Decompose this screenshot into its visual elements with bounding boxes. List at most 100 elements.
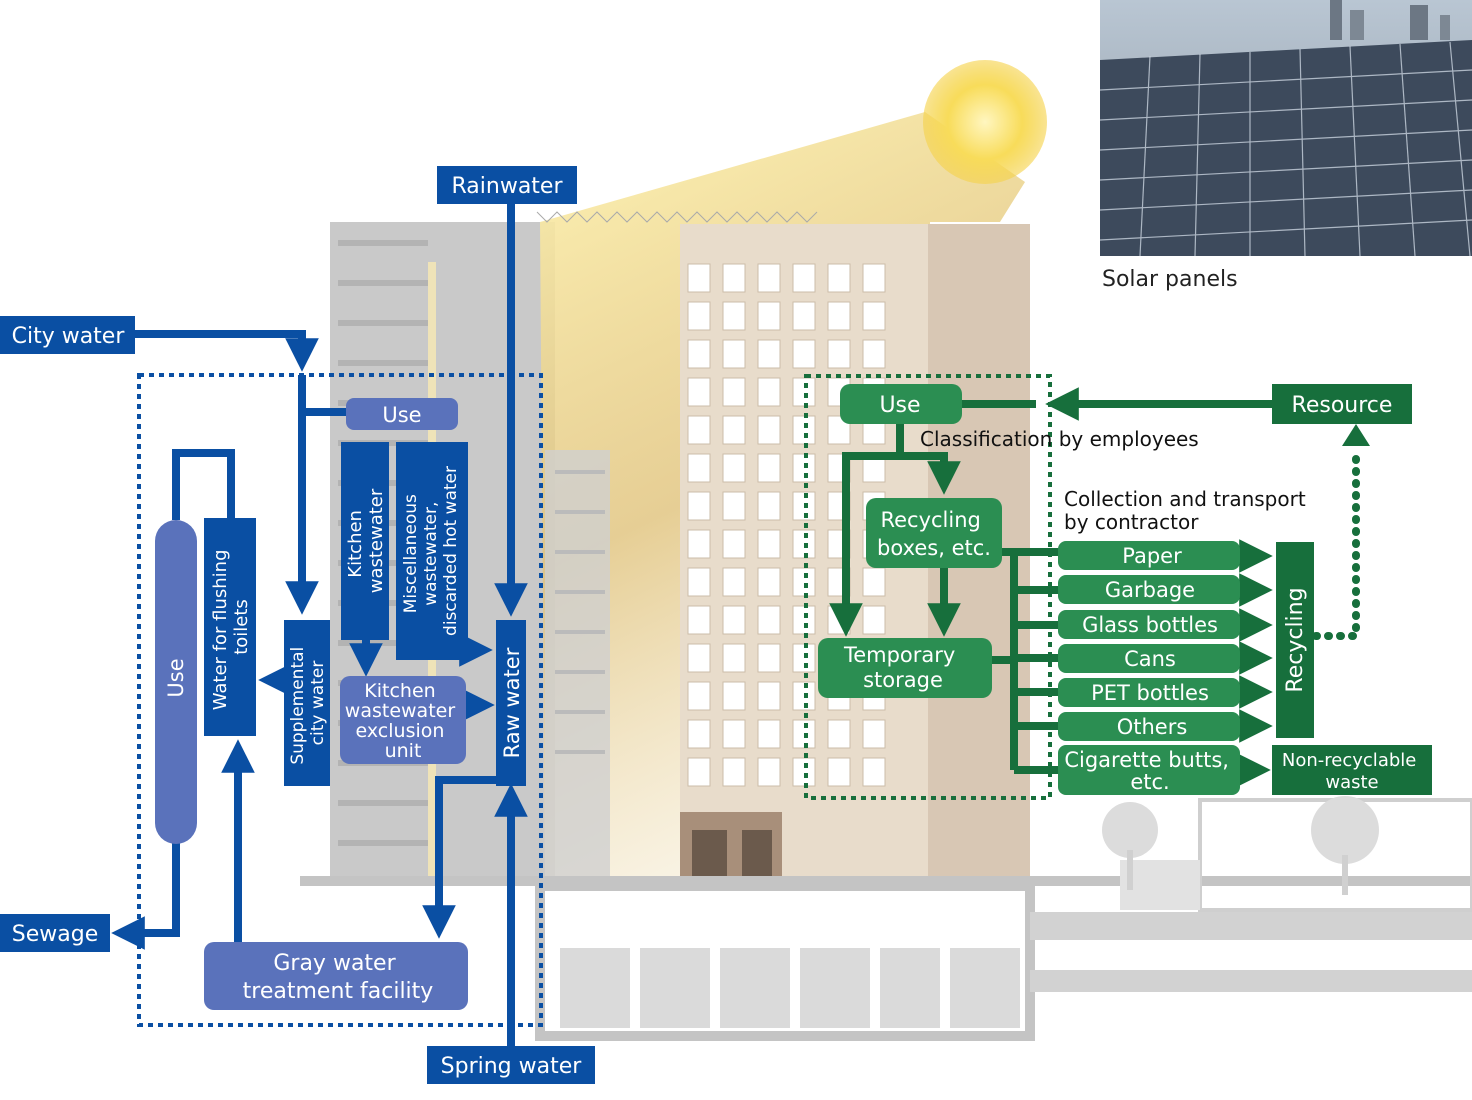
building-window (687, 605, 711, 635)
building-window (722, 567, 746, 597)
item-glass-box (1058, 610, 1240, 639)
item-paper: Paper (1122, 544, 1182, 568)
sun-icon (923, 60, 1047, 184)
recycling-boxes-label: Recycling boxes, etc. (877, 508, 991, 560)
building-window (687, 339, 711, 369)
temporary-storage-box (818, 638, 992, 698)
gray-water-box (204, 942, 468, 1010)
building-window (757, 263, 781, 293)
building-window (687, 681, 711, 711)
building-window (757, 681, 781, 711)
item-pet-box (1058, 678, 1240, 707)
collection-label: Collection and transport by contractor (1064, 487, 1312, 534)
classification-label: Classification by employees (920, 427, 1199, 451)
resource-box (1272, 384, 1412, 424)
building-window (757, 415, 781, 445)
building-window (722, 681, 746, 711)
building-window (687, 529, 711, 559)
use-top-label: Use (382, 403, 421, 427)
building-window (722, 263, 746, 293)
building-window (862, 567, 886, 597)
building-window (792, 605, 816, 635)
solar-panel-photo (1099, 0, 1472, 257)
waste-use-box (840, 384, 962, 424)
raw-water-box (496, 620, 526, 786)
misc-wastewater-box (396, 442, 468, 660)
building-window (687, 415, 711, 445)
building-window (687, 757, 711, 787)
misc-wastewater-label: Miscellaneous wastewater, discarded hot … (401, 466, 461, 636)
supplemental-box (284, 620, 330, 786)
water-system: Rainwater City water Sewage Spring water… (0, 166, 595, 1084)
building-window (722, 529, 746, 559)
building-window (792, 757, 816, 787)
item-garbage-box (1058, 575, 1240, 604)
item-cans: Cans (1124, 647, 1176, 671)
building-window (757, 757, 781, 787)
use-left-box (155, 520, 197, 844)
spring-water-label: Spring water (441, 1054, 583, 1079)
building-window (862, 263, 886, 293)
waste-items: Paper Garbage Glass bottles Cans PET bot… (1058, 541, 1240, 795)
building-window (827, 263, 851, 293)
supplemental-label: Supplemental city water (288, 641, 328, 764)
building-window (687, 643, 711, 673)
building-window (792, 377, 816, 407)
building-window (722, 453, 746, 483)
item-garbage: Garbage (1105, 578, 1195, 602)
building-window (757, 605, 781, 635)
building-window (722, 643, 746, 673)
building-window (862, 301, 886, 331)
building-window (862, 757, 886, 787)
building-window (862, 719, 886, 749)
building-window (792, 339, 816, 369)
raw-water-label: Raw water (500, 647, 524, 758)
item-cigarette-box (1058, 745, 1240, 795)
building-window (827, 301, 851, 331)
building-window (687, 491, 711, 521)
exclusion-unit-box (340, 676, 466, 764)
recycling-label: Recycling (1283, 587, 1308, 692)
building-window (757, 529, 781, 559)
temporary-storage-label: Temporary storage (843, 643, 962, 692)
building-window (792, 301, 816, 331)
gray-water-label: Gray water treatment facility (243, 951, 434, 1004)
building-window (722, 605, 746, 635)
building-window (757, 719, 781, 749)
flushing-water-label: Water for flushing toilets (210, 544, 252, 711)
item-others: Others (1117, 715, 1188, 739)
building-window (792, 415, 816, 445)
building-window (722, 301, 746, 331)
item-pet: PET bottles (1091, 681, 1209, 705)
building-window (792, 263, 816, 293)
building-window (757, 377, 781, 407)
spring-water-label-box (427, 1046, 595, 1084)
item-paper-box (1058, 541, 1240, 570)
building-window (757, 567, 781, 597)
building-window (722, 491, 746, 521)
building-window (827, 415, 851, 445)
building-window (722, 415, 746, 445)
building-window (757, 491, 781, 521)
resource-label: Resource (1292, 393, 1393, 418)
building-window (827, 719, 851, 749)
item-glass: Glass bottles (1082, 613, 1218, 637)
use-left-label: Use (164, 658, 188, 697)
non-recyclable-label: Non-recyclable waste (1282, 750, 1422, 793)
city-water-label: City water (12, 324, 126, 349)
recycling-box (1276, 542, 1314, 738)
building-window (722, 757, 746, 787)
use-top-box (346, 398, 458, 430)
flushing-water-box (204, 518, 256, 736)
building-window (687, 301, 711, 331)
kitchen-wastewater-label: Kitchen wastewater (345, 488, 387, 593)
rainwater-label-box (437, 166, 577, 204)
building-window (722, 719, 746, 749)
exclusion-unit-label: Kitchen wastewater exclusion unit (345, 680, 461, 762)
building-window (722, 377, 746, 407)
building-window (687, 719, 711, 749)
building-window (757, 453, 781, 483)
building-window (862, 339, 886, 369)
building-window (827, 757, 851, 787)
